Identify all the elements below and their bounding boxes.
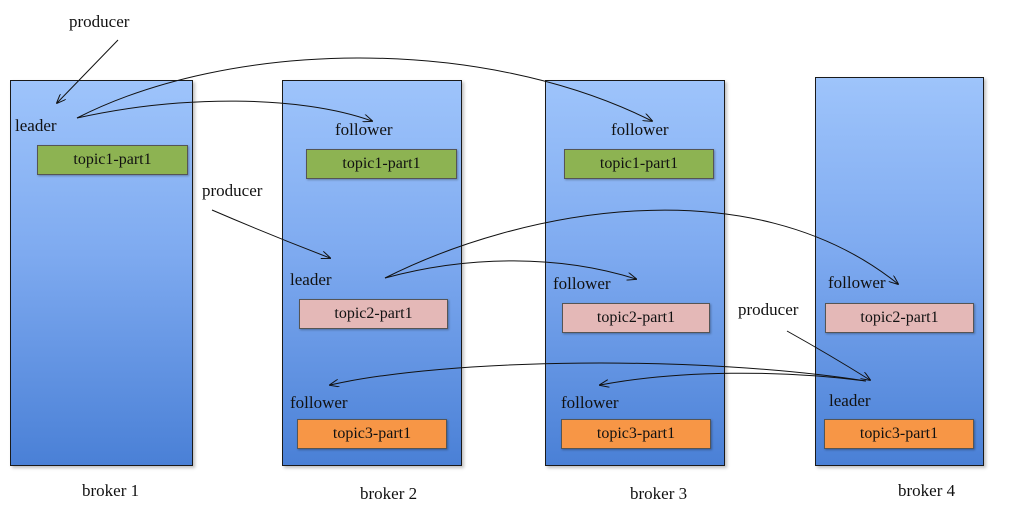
broker-4-label: broker 4 [898,481,956,500]
broker-3-topic1-follower-label: follower [611,120,669,139]
broker-3-label: broker 3 [630,484,688,503]
broker-3-topic3-partition: topic3-part1 [561,419,711,449]
producer-2-label: producer [202,181,263,200]
broker-3-topic2-follower-label: follower [553,274,611,293]
producer-3-label: producer [738,300,799,319]
broker-2-label: broker 2 [360,484,418,503]
broker-2-topic2-partition: topic2-part1 [299,299,448,329]
broker-4-topic3-partition: topic3-part1 [824,419,974,449]
producer-1-label: producer [69,12,130,31]
broker-2-topic1-partition: topic1-part1 [306,149,457,179]
broker-3-topic3-follower-label: follower [561,393,619,412]
broker-2-topic3-follower-label: follower [290,393,348,412]
broker-4-topic2-follower-label: follower [828,273,886,292]
broker-3-topic1-partition: topic1-part1 [564,149,714,179]
broker-2-topic1-follower-label: follower [335,120,393,139]
broker-4-leader-label: leader [829,391,871,410]
broker-1-box [10,80,193,466]
broker-1-label: broker 1 [82,481,140,500]
broker-2-leader-label: leader [290,270,332,289]
broker-3-topic2-partition: topic2-part1 [562,303,710,333]
broker-2-topic3-partition: topic3-part1 [297,419,447,449]
broker-4-topic2-partition: topic2-part1 [825,303,974,333]
broker-1-topic1-partition: topic1-part1 [37,145,188,175]
broker-1-leader-label: leader [15,116,57,135]
